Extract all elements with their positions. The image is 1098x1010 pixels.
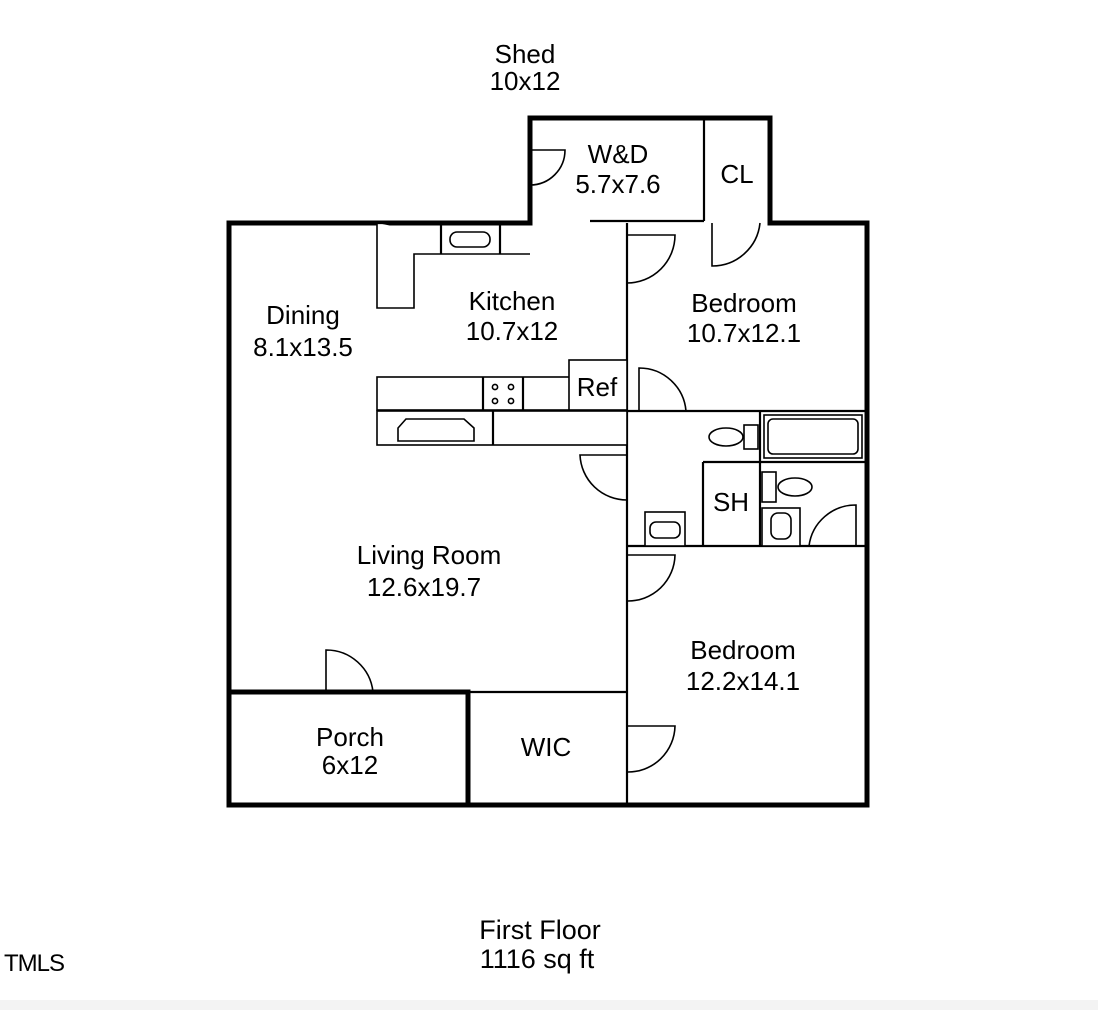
kitchen-sink-icon [449,231,491,248]
bath-sink-icon [761,507,801,547]
porch-dimensions: 6x12 [322,750,378,780]
watermark-logo: TMLS [4,950,65,977]
bathroom-fixtures [644,414,863,547]
kitchen-label: Kitchen [469,286,556,316]
dining-label: Dining [266,300,340,330]
exterior-walls [226,115,870,808]
toilet-icon [761,471,813,503]
kitchen-fixtures [376,221,628,446]
closet-label: CL [720,159,753,189]
refrigerator [568,359,628,411]
door-swing [529,149,566,186]
bedroom-2-dimensions: 12.2x14.1 [686,666,800,696]
floor-area: 1116 sq ft [480,944,595,974]
porch-label: Porch [316,722,384,752]
door-swing [808,504,857,547]
living-room-label: Living Room [357,540,502,570]
door-swing [325,649,374,693]
dining-dimensions: 8.1x13.5 [253,332,353,362]
room-labels: Shed 10x12 W&D 5.7x7.6 CL Dining 8.1x13.… [253,39,801,780]
door-swing [579,454,628,501]
bath-sink-icon [644,511,686,547]
door-swing [626,554,676,602]
shed-dimensions: 10x12 [490,66,561,96]
bedroom-2-label: Bedroom [690,635,796,665]
shower-label: SH [713,487,749,517]
door-swing [626,234,676,284]
living-room-dimensions: 12.6x19.7 [367,572,481,602]
kitchen-dimensions: 10.7x12 [466,316,559,346]
doors [325,149,857,773]
interior-walls [468,118,867,805]
wd-dimensions: 5.7x7.6 [575,169,660,199]
wd-label: W&D [588,139,649,169]
door-swing [638,367,687,412]
door-swing [626,725,676,773]
footer-band [0,1000,1098,1010]
door-swing [711,222,761,267]
shed-label: Shed [495,39,556,69]
wic-label: WIC [521,732,572,762]
floor-title: First Floor [479,915,601,945]
refrigerator-label: Ref [577,372,618,402]
bedroom-1-dimensions: 10.7x12.1 [687,318,801,348]
bedroom-1-label: Bedroom [691,288,797,318]
stove-icon [491,383,515,405]
toilet-icon [708,424,759,450]
island-sink-icon [397,418,475,442]
